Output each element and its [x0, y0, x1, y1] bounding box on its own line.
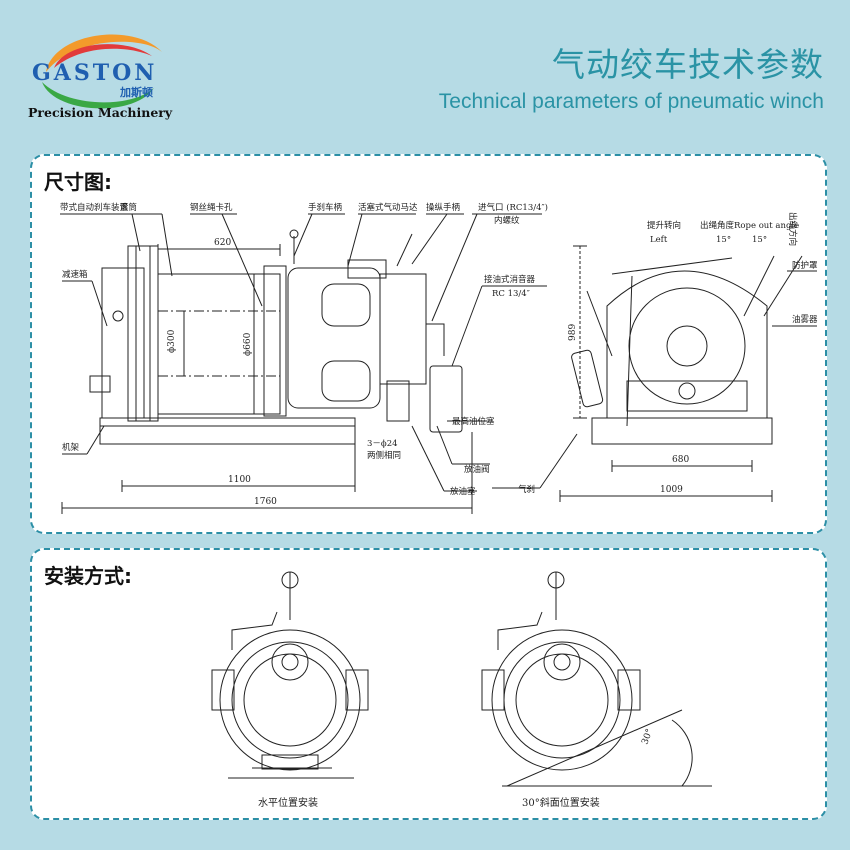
label-rope-clamp: 钢丝绳卡孔	[190, 202, 233, 213]
dim-base-length: 1100	[228, 475, 251, 485]
horizontal-install-view	[211, 571, 369, 779]
dim-height: 989	[568, 324, 578, 341]
label-lift-left: Left	[650, 235, 668, 245]
frame-base	[99, 417, 356, 445]
label-hand-brake: 手刹车柄	[308, 202, 343, 213]
label-piston-motor: 活塞式气动马达	[358, 202, 418, 213]
dim-drum-length: 620	[214, 238, 231, 248]
brake-assembly	[127, 245, 159, 422]
label-muffler-spec: RC 13/4″	[492, 289, 530, 299]
incline-install-view	[481, 571, 712, 787]
label-reducer: 减速箱	[62, 269, 88, 280]
logo-cn: 加斯顿	[119, 85, 153, 99]
caption-incline: 30°斜面位置安装	[522, 796, 600, 809]
logo-arc-orange	[46, 34, 162, 72]
dimension-drawing: 620 ϕ300 ϕ660 1100 1760 989 680 1009 带式自…	[60, 202, 818, 514]
page-title-en: Technical parameters of pneumatic winch	[438, 90, 824, 113]
label-max-oil-plug: 最高油位塞	[452, 416, 495, 427]
incline-angle-label: 30°	[640, 728, 655, 746]
logo-tagline: Precision Machinery	[28, 105, 173, 120]
dimension-panel: 尺寸图:	[30, 154, 827, 534]
valve-block	[379, 273, 427, 385]
logo-arc-green	[42, 82, 154, 109]
dim-side-total: 1009	[660, 485, 683, 495]
dim-flange-dia: ϕ660	[243, 332, 253, 356]
label-angle-right: 15°	[752, 235, 767, 245]
label-bolts-note: 两侧相同	[367, 450, 401, 461]
logo-arc-red	[54, 44, 152, 68]
label-drain-plug: 放油塞	[450, 486, 476, 497]
install-panel: 安装方式:	[30, 548, 827, 820]
label-lift-direction: 提升转向	[647, 220, 681, 231]
dimension-panel-title: 尺寸图:	[44, 170, 112, 194]
label-control-handle: 操纵手柄	[426, 202, 461, 213]
label-guard: 防护罩	[792, 260, 818, 271]
label-rope-angle: 出绳角度Rope out angle	[700, 220, 799, 231]
side-base	[591, 417, 773, 445]
dim-drum-dia: ϕ300	[167, 329, 177, 353]
gaston-logo: GASTON 加斯顿 Precision Machinery	[28, 34, 173, 120]
label-lubricator: 油雾器	[792, 314, 818, 325]
label-bolts: 3－ϕ24	[367, 439, 398, 449]
label-drain-valve: 放油阀	[464, 464, 490, 475]
dim-side-width: 680	[672, 455, 689, 465]
caption-horizontal: 水平位置安装	[258, 796, 318, 809]
label-muffler: 接油式消音器	[484, 274, 536, 285]
label-frame: 机架	[62, 442, 80, 453]
air-brake-cylinder	[571, 349, 604, 408]
reducer-box	[101, 267, 145, 419]
label-angle-left: 15°	[716, 235, 731, 245]
label-drum: 滚筒	[120, 202, 137, 213]
label-inner-thread: 内螺纹	[494, 215, 520, 226]
side-guard	[606, 270, 768, 418]
side-view	[559, 245, 817, 502]
label-brake-device: 带式自动刹车装置	[60, 202, 129, 213]
logo-text: GASTON	[32, 60, 157, 86]
label-air-brake: 气刹	[518, 484, 535, 495]
install-drawing: 30° 水平位置安装 30°斜面位置安装	[211, 571, 712, 809]
muffler	[429, 365, 463, 433]
label-air-inlet: 进气口 (RC13/4″)	[478, 202, 548, 213]
install-panel-title: 安装方式:	[44, 564, 132, 588]
motor-housing	[287, 267, 381, 409]
label-rope-direction: 出绳方向	[787, 212, 798, 246]
dim-total-length: 1760	[254, 497, 277, 507]
drum	[157, 273, 281, 415]
page-title-cn: 气动绞车技术参数	[552, 45, 824, 84]
